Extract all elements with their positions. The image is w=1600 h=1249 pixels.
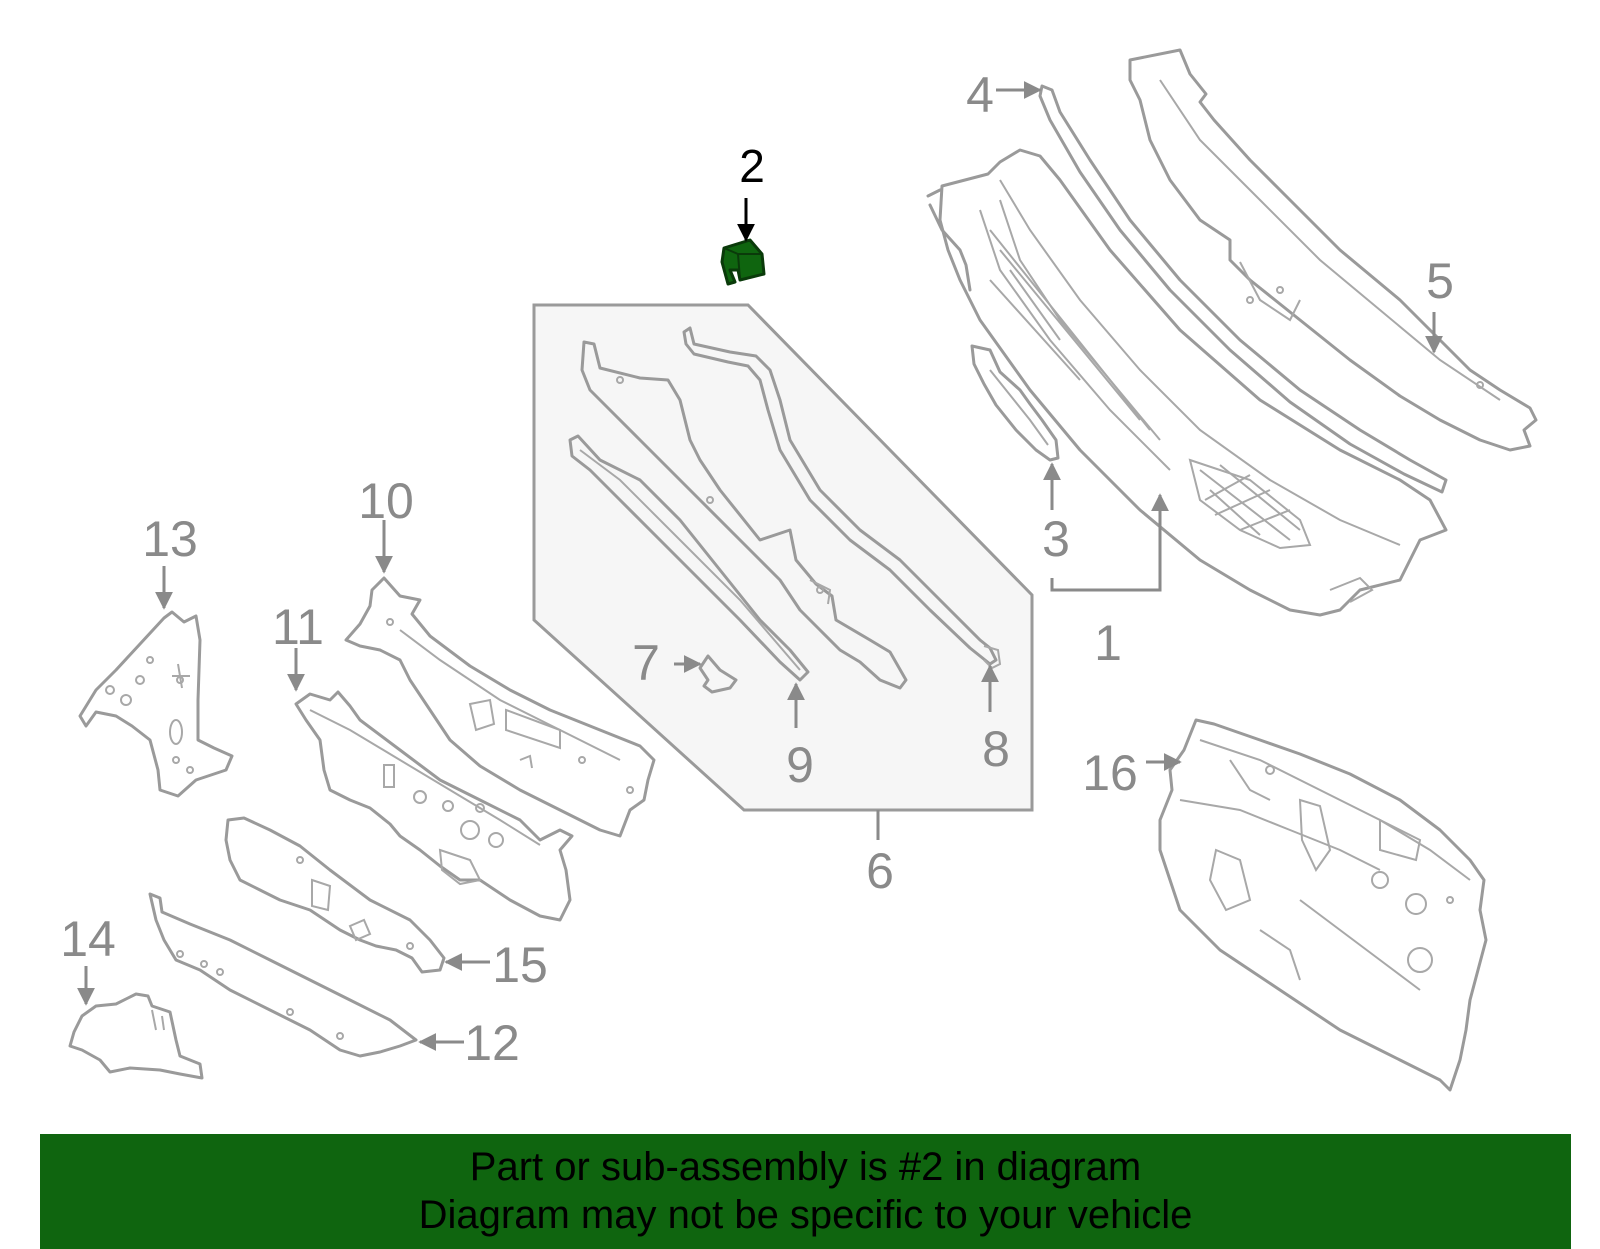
part-6-bracket-bar[interactable] [580,340,908,690]
part-5-cowl-bar[interactable] [1128,48,1538,452]
part-10-dash-upper[interactable] [344,576,656,838]
callout-10: 10 [358,473,414,529]
callout-4: 4 [966,67,994,123]
callout-7: 7 [632,635,660,691]
callout-labels: 1 2 3 4 5 6 7 8 9 10 11 12 13 14 15 16 [60,67,1454,1071]
subassembly-6-box [532,303,1034,812]
part-16-dash-panel[interactable] [1158,718,1488,1092]
callout-1: 1 [1094,615,1122,671]
callout-15: 15 [492,937,548,993]
callout-12: 12 [464,1015,520,1071]
banner-line-2: Diagram may not be specific to your vehi… [418,1193,1193,1237]
info-banner: Part or sub-assembly is #2 in diagram Di… [40,1134,1571,1249]
part-1-cowl-top[interactable] [926,148,1448,617]
callout-3: 3 [1042,511,1070,567]
callout-8: 8 [982,721,1010,777]
callout-6: 6 [866,843,894,899]
callout-16: 16 [1082,745,1138,801]
part-2-clip[interactable] [720,238,766,286]
banner-line-1: Part or sub-assembly is #2 in diagram [469,1145,1142,1189]
callout-5: 5 [1426,253,1454,309]
leader-lines [77,81,1443,1051]
part-7-small-clip[interactable] [698,654,738,694]
callout-9: 9 [786,737,814,793]
part-15-lower-insulator[interactable] [224,816,446,974]
part-14-lower-bracket[interactable] [68,992,204,1080]
part-11-insulator[interactable] [294,690,574,922]
callout-11: 11 [272,599,324,655]
part-9-lower-bar[interactable] [568,434,810,682]
callout-2[interactable]: 2 [739,140,765,192]
part-3-side-piece[interactable] [970,344,1060,462]
callout-13: 13 [142,511,198,567]
callout-14: 14 [60,911,116,967]
part-13-side-bracket[interactable] [78,610,234,798]
part-4-weatherstrip[interactable] [1038,84,1448,494]
part-12-lower-bar[interactable] [148,892,418,1058]
